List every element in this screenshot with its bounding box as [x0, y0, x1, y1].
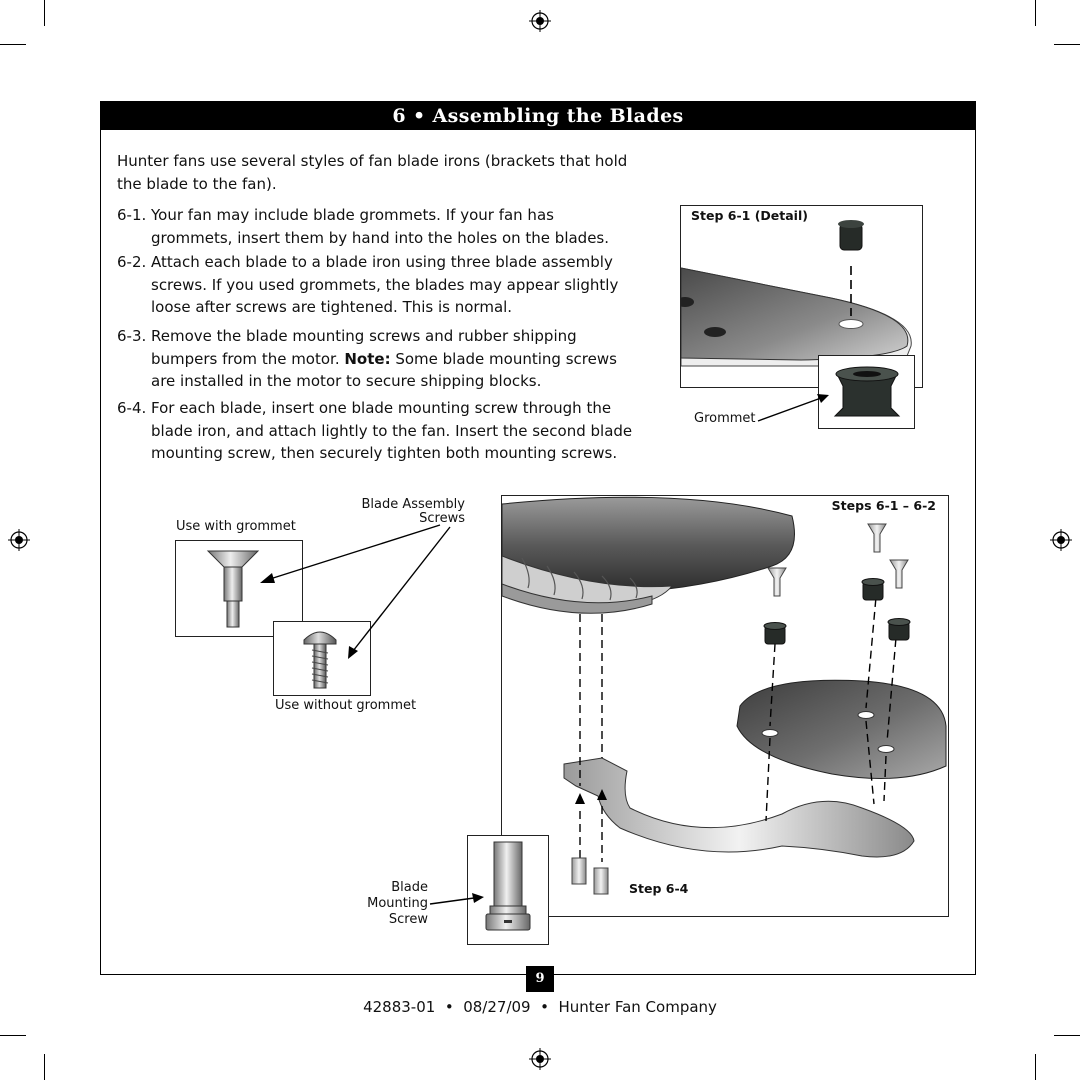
step-6-2: 6-2. Attach each blade to a blade iron u…	[117, 251, 637, 319]
step-number: 6-1.	[117, 206, 147, 224]
registration-mark-icon	[8, 529, 30, 551]
step-number: 6-4.	[117, 399, 147, 417]
main-figure-title: Steps 6-1 – 6-2	[831, 498, 936, 513]
registration-mark-icon	[529, 10, 551, 32]
section-title: 6 • Assembling the Blades	[101, 102, 975, 130]
footer-text: 42883-01 • 08/27/09 • Hunter Fan Company	[363, 998, 717, 1016]
step-number: 6-3.	[117, 327, 147, 345]
mounting-screw-label: Blade Mounting Screw	[367, 880, 428, 927]
step-text: Remove the blade mounting screws and rub…	[151, 327, 617, 390]
step-text: For each blade, insert one blade mountin…	[151, 399, 633, 462]
without-grommet-label: Use without grommet	[275, 698, 417, 713]
grommet-zoom-box	[818, 355, 915, 429]
step-6-4-label: Step 6-4	[629, 881, 689, 896]
step-text: Attach each blade to a blade iron using …	[151, 253, 619, 316]
step-6-1: 6-1. Your fan may include blade grommets…	[117, 204, 637, 249]
screw-with-grommet-box	[175, 540, 303, 637]
step-text: Your fan may include blade grommets. If …	[151, 206, 610, 247]
intro-paragraph: Hunter fans use several styles of fan bl…	[117, 152, 628, 193]
grommet-label: Grommet	[694, 411, 756, 426]
blade-detail-drawing	[681, 220, 912, 367]
screw-icon	[206, 550, 260, 628]
mounting-screw-icon	[485, 841, 531, 931]
screws-title: Blade Assembly Screws	[361, 497, 465, 526]
grommet-icon	[833, 366, 901, 417]
callout-arrow	[757, 394, 829, 422]
main-assembly-figure: Steps 6-1 – 6-2 Step 6-4	[501, 495, 949, 917]
blade-assembly-drawing	[502, 496, 947, 895]
registration-mark-icon	[529, 1048, 551, 1070]
registration-mark-icon	[1050, 529, 1072, 551]
with-grommet-label: Use with grommet	[176, 519, 296, 534]
page-number: 9	[526, 966, 554, 992]
screw-icon	[303, 631, 337, 689]
step-6-3: 6-3. Remove the blade mounting screws an…	[117, 325, 637, 393]
detail-title: Step 6-1 (Detail)	[691, 208, 808, 223]
callout-arrows	[260, 524, 451, 659]
step-number: 6-2.	[117, 253, 147, 271]
step-6-4: 6-4. For each blade, insert one blade mo…	[117, 397, 637, 465]
mounting-screw-box	[467, 835, 549, 945]
note-label: Note:	[344, 349, 391, 368]
screw-without-grommet-box	[273, 621, 371, 696]
callout-arrow	[429, 893, 484, 905]
